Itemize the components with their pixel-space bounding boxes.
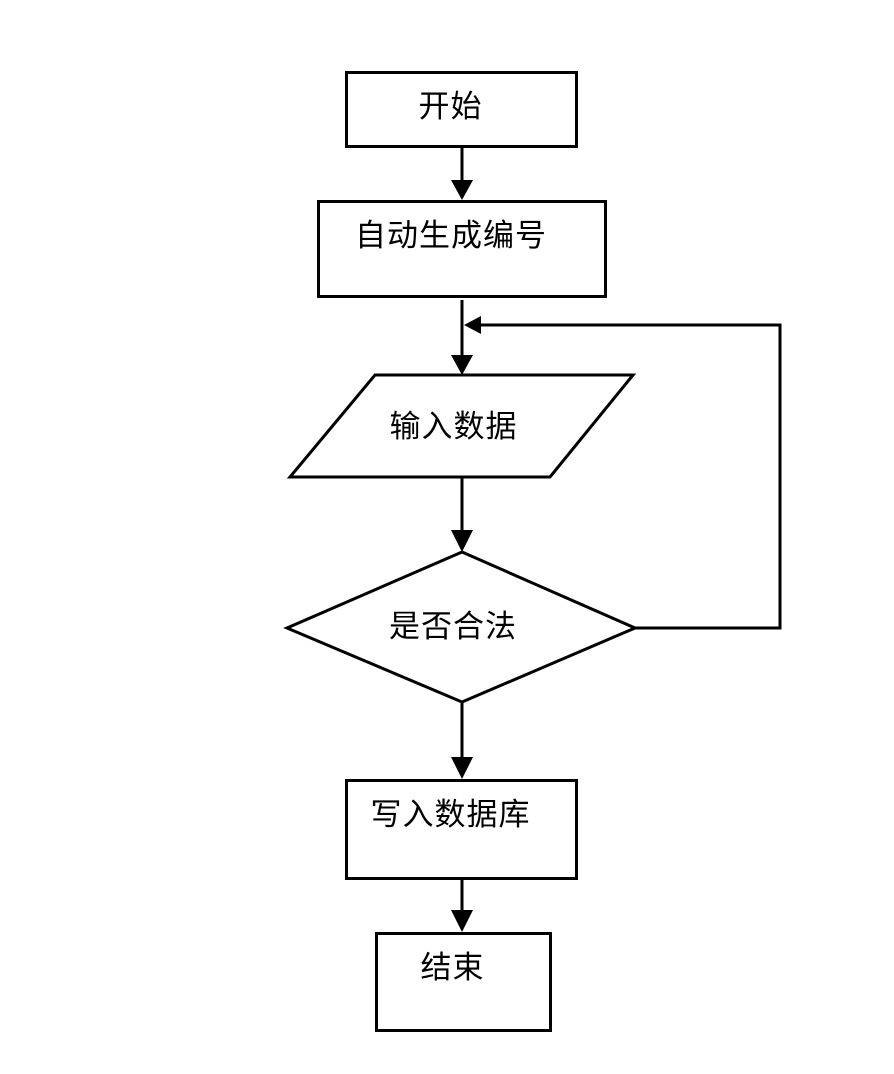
shape-input-parallelogram — [286, 373, 637, 479]
node-end-label: 结束 — [420, 950, 485, 985]
node-write-db: 写入数据库 — [345, 779, 578, 880]
node-start: 开始 — [345, 71, 578, 148]
node-generate-id: 自动生成编号 — [317, 200, 607, 298]
node-start-label: 开始 — [418, 89, 483, 124]
arrowhead-loop-back-left — [464, 316, 481, 334]
arrowhead-input-to-validate — [451, 530, 473, 552]
arrowhead-write-to-end — [451, 910, 473, 932]
node-write-db-label: 写入数据库 — [370, 797, 531, 832]
edge-validate-loop-back — [481, 323, 782, 630]
node-end: 结束 — [375, 932, 552, 1032]
node-generate-id-label: 自动生成编号 — [355, 218, 547, 253]
arrowhead-start-to-generate — [451, 180, 473, 200]
arrowhead-validate-to-write — [451, 757, 473, 779]
arrowhead-generate-to-input — [451, 355, 473, 375]
shape-decision-diamond — [283, 550, 639, 704]
